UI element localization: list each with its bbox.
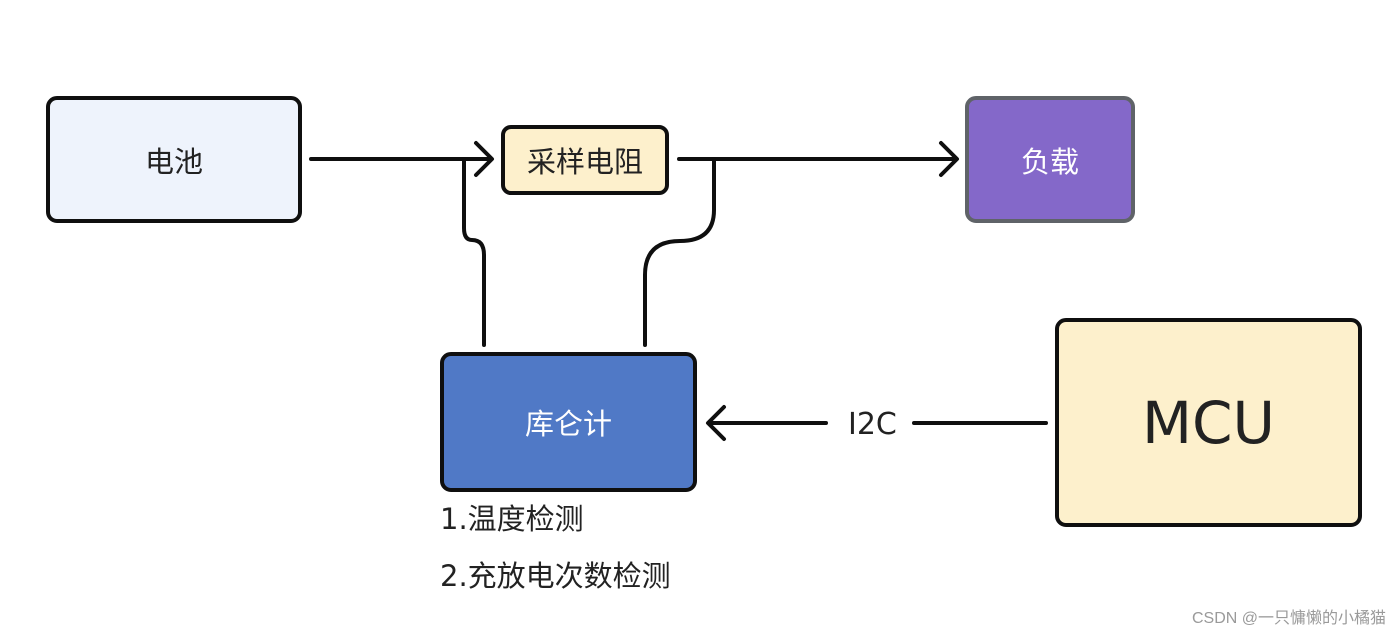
- watermark: CSDN @一只慵懒的小橘猫: [1191, 610, 1386, 627]
- i2c-bus-label: I2C: [844, 410, 901, 440]
- load-label: 负载: [1020, 144, 1079, 179]
- mcu-label: MCU: [1142, 388, 1275, 457]
- load-node: 负载: [965, 96, 1135, 223]
- battery-node: 电池: [46, 96, 302, 223]
- resistor-to-load-arrowhead: [939, 141, 959, 177]
- battery-label: 电池: [144, 144, 203, 179]
- coulomb-counter-label: 库仑计: [524, 407, 612, 441]
- feature-note-temperature: 1.温度检测: [440, 502, 584, 536]
- coulomb-counter-node: 库仑计: [440, 352, 697, 492]
- sense-wire-left: [462, 157, 486, 347]
- sense-wire-right: [643, 157, 716, 347]
- sense-resistor-label: 采样电阻: [526, 145, 643, 179]
- battery-to-resistor-arrowhead: [474, 141, 494, 177]
- sense-resistor-node: 采样电阻: [501, 125, 669, 195]
- feature-note-cycle-count: 2.充放电次数检测: [440, 559, 671, 593]
- i2c-arrowhead: [706, 405, 726, 441]
- mcu-node: MCU: [1055, 318, 1362, 527]
